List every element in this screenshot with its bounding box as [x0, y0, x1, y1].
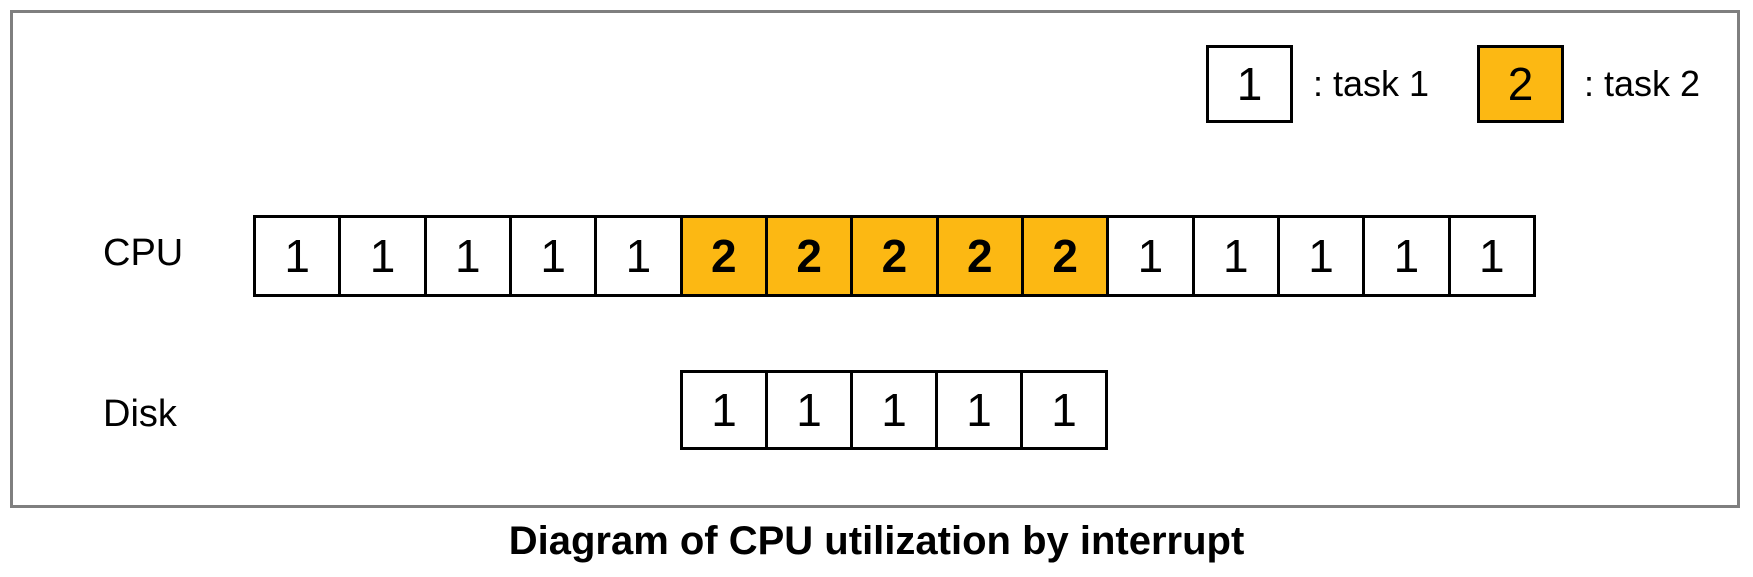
- legend-swatch-task2-number: 2: [1507, 58, 1534, 110]
- timeline-cell-task1: 1: [253, 215, 342, 297]
- timeline-cell-task2: 2: [935, 215, 1024, 297]
- timeline-cell-task1: 1: [1191, 215, 1280, 297]
- timeline-cell-task1: 1: [1276, 215, 1366, 297]
- timeline-cell-task1: 1: [594, 215, 683, 297]
- legend-swatch-task2: 2: [1477, 45, 1564, 123]
- timeline-cell-task1: 1: [850, 370, 938, 450]
- legend-swatch-task1: 1: [1206, 45, 1293, 123]
- timeline-cell-task1: 1: [935, 370, 1023, 450]
- timeline-cell-task2: 2: [679, 215, 768, 297]
- timeline-cell-task1: 1: [338, 215, 427, 297]
- legend-label-task1: : task 1: [1313, 63, 1430, 104]
- timeline-cell-task2: 2: [1020, 215, 1110, 297]
- row-label-disk: Disk: [103, 393, 177, 435]
- timeline-cell-task1: 1: [1447, 215, 1536, 297]
- diagram-caption: Diagram of CPU utilization by interrupt: [508, 519, 1245, 563]
- timeline-cell-task1: 1: [508, 215, 598, 297]
- legend-label-task2: : task 2: [1584, 63, 1701, 104]
- row-label-cpu: CPU: [103, 232, 184, 274]
- timeline-cell-task1: 1: [1362, 215, 1451, 297]
- timeline-cell-task1: 1: [423, 215, 512, 297]
- timeline-cell-task2: 2: [764, 215, 854, 297]
- timeline-cell-task2: 2: [850, 215, 939, 297]
- timeline-cell-task1: 1: [680, 370, 768, 450]
- timeline-cell-task1: 1: [1020, 370, 1108, 450]
- timeline-cell-task1: 1: [1106, 215, 1195, 297]
- legend-swatch-task1-number: 1: [1236, 58, 1263, 110]
- timeline-cell-task1: 1: [765, 370, 853, 450]
